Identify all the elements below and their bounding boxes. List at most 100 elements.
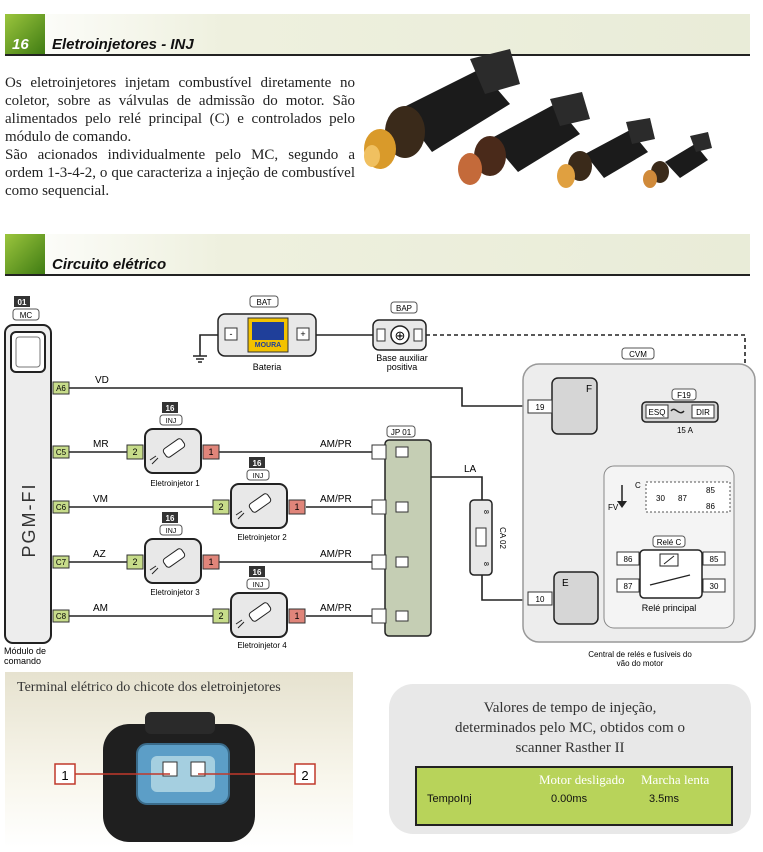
terminal-connector-drawing: 1 2	[54, 712, 316, 842]
injection-values-box: Valores de tempo de injeção, determinado…	[389, 684, 751, 834]
svg-text:C: C	[635, 481, 641, 490]
cvm-block: CVM F 19 F19 ESQ DIR 15 A C FV 30 87 85 …	[522, 347, 756, 668]
svg-text:2: 2	[132, 557, 137, 567]
values-title-line-3: scanner Rasther II	[515, 740, 625, 756]
svg-text:INJ: INJ	[166, 418, 177, 425]
mc-pin-c5: C5	[52, 445, 70, 459]
svg-text:Eletroinjetor 4: Eletroinjetor 4	[237, 641, 287, 650]
svg-text:A6: A6	[56, 384, 66, 393]
svg-text:JP 01: JP 01	[391, 428, 412, 437]
svg-text:30: 30	[710, 582, 719, 591]
wire-label-ampr-3: AM/PR	[320, 549, 352, 560]
injector-1: 16 INJ 2 1 Eletroinjetor 1	[126, 402, 220, 488]
header-rule	[5, 274, 750, 276]
mc-caption-1: Módulo de	[4, 646, 46, 656]
section-number: 16	[12, 36, 29, 53]
svg-text:1: 1	[294, 502, 299, 512]
svg-text:Relé principal: Relé principal	[642, 603, 697, 613]
svg-text:8: 8	[482, 510, 489, 514]
svg-text:Relé C: Relé C	[657, 538, 682, 547]
svg-text:DIR: DIR	[696, 408, 710, 417]
section-number-badge	[5, 14, 45, 56]
intro-paragraph-2: São acionados individualmente pelo MC, s…	[5, 147, 355, 199]
svg-text:87: 87	[678, 494, 687, 503]
mc-pin-a6: A6	[52, 381, 70, 395]
svg-text:2: 2	[132, 447, 137, 457]
bap-block: BAP ⊕ Base auxiliar positiva	[372, 301, 428, 372]
svg-text:INJ: INJ	[253, 582, 264, 589]
svg-text:8: 8	[482, 562, 489, 566]
scanner-display: Motor desligado Marcha lenta TempoInj 0.…	[415, 766, 733, 826]
svg-text:Eletroinjetor 1: Eletroinjetor 1	[150, 479, 200, 488]
terminal-pin-2: 2	[301, 768, 308, 783]
param-name: TempoInj	[427, 793, 472, 805]
section-header-circuit: Circuito elétrico	[0, 234, 750, 276]
battery-tag: BAT	[257, 298, 272, 307]
svg-text:INJ: INJ	[166, 528, 177, 535]
injector-photo-small	[557, 118, 655, 188]
section-header-injectors: 16 Eletroinjetores - INJ	[0, 14, 750, 56]
bap-tag: BAP	[396, 304, 412, 313]
svg-text:86: 86	[624, 555, 633, 564]
mc-pin-c7: C7	[52, 555, 70, 569]
section-green-badge	[5, 234, 45, 276]
mc-number: 01	[18, 298, 27, 307]
svg-text:F19: F19	[677, 391, 691, 400]
injector-2: 16 INJ 2 1 Eletroinjetor 2	[212, 457, 306, 542]
section-title-circuit: Circuito elétrico	[52, 256, 167, 273]
battery: BAT - + MOURA Bateria	[217, 295, 317, 372]
mc-label: PGM-FI	[19, 483, 39, 558]
module-mc: 01 MC PGM-FI Módulo de comando	[4, 296, 52, 666]
svg-text:87: 87	[624, 582, 633, 591]
electrical-circuit-diagram: 01 MC PGM-FI Módulo de comando A6 C5 C6 …	[4, 295, 756, 668]
la-label: LA	[464, 464, 477, 475]
injector-icon	[235, 602, 272, 629]
svg-text:C6: C6	[56, 503, 67, 512]
wire-label-vm: VM	[93, 494, 108, 505]
values-title-line-1: Valores de tempo de injeção,	[483, 700, 657, 716]
battery-brand: MOURA	[255, 342, 281, 349]
intro-text: Os eletroinjetores injetam combustível d…	[5, 74, 355, 200]
value-engine-off: 0.00ms	[551, 793, 588, 805]
wires	[69, 334, 528, 617]
injectors-photo	[364, 49, 712, 188]
svg-text:1: 1	[208, 447, 213, 457]
wire-label-mr: MR	[93, 439, 109, 450]
injector-icon	[149, 548, 186, 575]
svg-text:86: 86	[706, 502, 715, 511]
svg-text:1: 1	[294, 611, 299, 621]
svg-text:FV: FV	[608, 503, 619, 512]
column-engine-off: Motor desligado	[539, 772, 625, 787]
svg-text:Eletroinjetor 3: Eletroinjetor 3	[150, 588, 200, 597]
svg-text:C8: C8	[56, 612, 67, 621]
bap-label-2: positiva	[387, 362, 418, 372]
svg-text:CA 02: CA 02	[498, 527, 507, 549]
svg-text:15 A: 15 A	[677, 426, 694, 435]
svg-text:30: 30	[656, 494, 665, 503]
injector-4: 16 INJ 2 1 Eletroinjetor 4	[212, 566, 306, 650]
svg-text:E: E	[562, 578, 569, 589]
values-title: Valores de tempo de injeção, determinado…	[389, 698, 751, 758]
header-rule	[5, 54, 750, 56]
fuse-icon	[670, 408, 685, 414]
battery-minus: -	[230, 329, 233, 339]
svg-text:16: 16	[166, 404, 175, 413]
svg-text:2: 2	[218, 502, 223, 512]
injector-photo-medium	[458, 92, 590, 185]
svg-text:C5: C5	[56, 448, 67, 457]
values-title-line-2: determinados pelo MC, obtidos com o	[455, 720, 685, 736]
svg-text:85: 85	[710, 555, 719, 564]
battery-label: Bateria	[253, 362, 282, 372]
svg-text:16: 16	[253, 568, 262, 577]
terminal-title: Terminal elétrico do chicote dos eletroi…	[17, 680, 281, 695]
svg-text:Central de relés e fusíveis do: Central de relés e fusíveis do	[588, 650, 692, 659]
wire-label-az: AZ	[93, 549, 106, 560]
value-idle: 3.5ms	[649, 793, 679, 805]
svg-text:1: 1	[208, 557, 213, 567]
ground-icon	[193, 350, 207, 363]
battery-plus: +	[300, 329, 305, 339]
bap-label-1: Base auxiliar	[376, 353, 428, 363]
column-idle: Marcha lenta	[641, 772, 710, 787]
wire-label-ampr-4: AM/PR	[320, 603, 352, 614]
injector-3: 16 INJ 2 1 Eletroinjetor 3	[126, 512, 220, 597]
